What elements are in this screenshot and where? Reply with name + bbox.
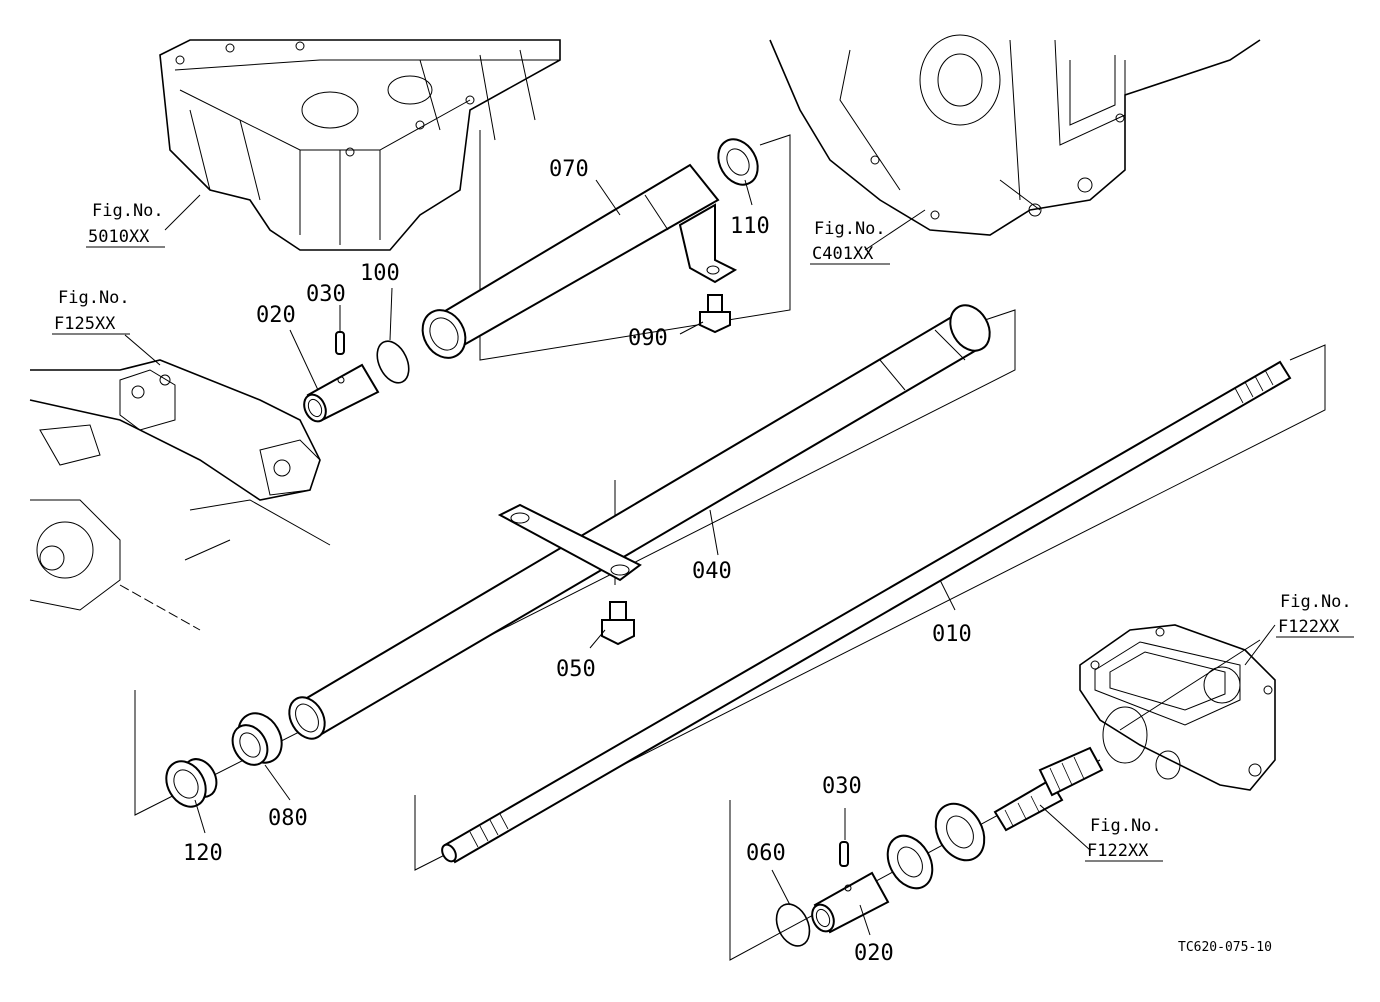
pinion-shaft (993, 746, 1104, 832)
sleeve-020-lower (811, 871, 890, 934)
label-010: 010 (932, 622, 972, 647)
collar-120 (165, 758, 218, 808)
fig-ref-f122a-line1: Fig.No. (1280, 592, 1352, 612)
shaft-010 (441, 360, 1292, 864)
diagram-code: TC620-075-10 (1178, 940, 1272, 955)
label-050: 050 (556, 657, 596, 682)
pin-030-upper (335, 331, 345, 355)
label-040: 040 (692, 559, 732, 584)
leader-lines (124, 179, 1276, 936)
label-080: 080 (268, 806, 308, 831)
label-120: 120 (183, 841, 223, 866)
o-ring-100 (376, 340, 410, 384)
label-020-upper: 020 (256, 303, 296, 328)
label-060: 060 (746, 841, 786, 866)
seal-080 (231, 712, 283, 766)
bolt-090 (699, 294, 731, 334)
tube-070 (421, 163, 738, 359)
fig-ref-f122b-line2: F122XX (1087, 841, 1149, 861)
bearings-lower (886, 802, 986, 890)
bearing-110 (717, 138, 759, 186)
label-020-lower: 020 (854, 941, 894, 966)
fig-ref-c401-line2: C401XX (812, 244, 874, 264)
fig-ref-5010-line2: 5010XX (88, 227, 150, 247)
o-ring-060 (775, 903, 811, 947)
front-axle-case-f125 (29, 359, 331, 631)
fig-ref-f125-line2: F125XX (54, 314, 116, 334)
fig-ref-c401-line1: Fig.No. (814, 219, 886, 239)
label-100: 100 (360, 261, 400, 286)
front-gear-case-f122 (1079, 624, 1276, 791)
pin-030-lower (839, 841, 849, 867)
sleeve-020-upper (303, 363, 380, 423)
fig-ref-c401: Fig.No. C401XX (810, 219, 890, 265)
fig-ref-5010: Fig.No. 5010XX (86, 201, 165, 248)
assembly-outlines (134, 130, 1326, 961)
bracket-040 (497, 503, 642, 582)
fig-ref-f122b-line1: Fig.No. (1090, 816, 1162, 836)
fig-ref-5010-line1: Fig.No. (92, 201, 164, 221)
bolt-050 (601, 601, 635, 646)
tube-040 (288, 304, 991, 740)
fig-ref-f125-line1: Fig.No. (58, 288, 130, 308)
label-110: 110 (730, 214, 770, 239)
fig-ref-f122a-line2: F122XX (1278, 617, 1340, 637)
fig-ref-f122-lower: Fig.No. F122XX (1085, 816, 1163, 862)
label-090: 090 (628, 326, 668, 351)
label-070: 070 (549, 157, 589, 182)
label-030-lower: 030 (822, 774, 862, 799)
transmission-case-5010 (159, 39, 561, 251)
fig-ref-f125: Fig.No. F125XX (52, 288, 130, 335)
label-030-upper: 030 (306, 282, 346, 307)
flywheel-housing-c401 (769, 34, 1261, 236)
fig-ref-f122-upper: Fig.No. F122XX (1276, 592, 1354, 638)
